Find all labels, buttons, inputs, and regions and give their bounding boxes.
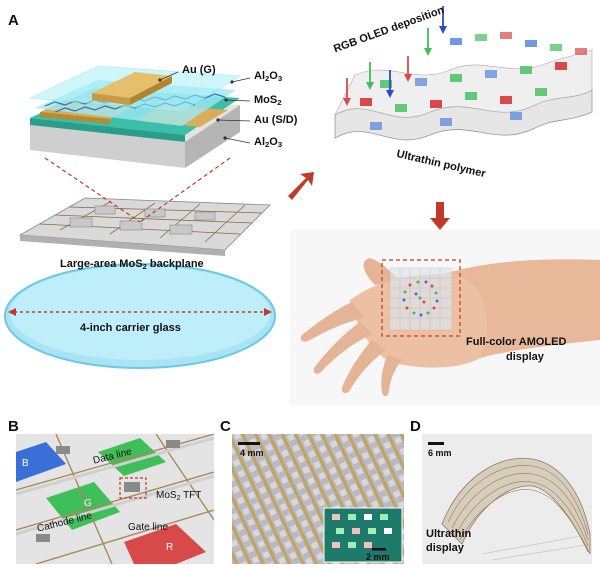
label-au-gate: Au (G)	[182, 64, 216, 76]
label-au-sd: Au (S/D)	[254, 114, 298, 126]
tft-highlight-box	[119, 477, 147, 499]
panel-letter-a: A	[8, 12, 19, 29]
tft-stack-illustration	[4, 65, 276, 369]
label-al2o3-bottom: Al2O3	[254, 136, 283, 149]
bent-display-photo	[422, 434, 592, 564]
label-amoled-line1: Full-color AMOLED	[466, 336, 567, 348]
scale-4mm: 4 mm	[240, 448, 264, 458]
microscope-photo-backplane	[232, 434, 404, 564]
oled-deposition-illustration	[334, 6, 593, 141]
hand-with-display	[290, 230, 600, 405]
tft-stack	[28, 65, 251, 168]
caption-ultrathin: Ultrathin	[426, 528, 472, 540]
label-carrier-glass: 4-inch carrier glass	[80, 322, 181, 334]
label-pixel-r: R	[166, 542, 174, 553]
label-pixel-b: B	[22, 458, 29, 469]
flow-arrow-down	[430, 202, 450, 230]
label-pixel-g: G	[84, 498, 92, 509]
label-amoled-line2: display	[506, 351, 544, 363]
mos2-backplane	[18, 197, 271, 256]
label-mos2-tft: MoS2 TFT	[156, 490, 202, 502]
panel-letter-c: C	[220, 418, 231, 435]
caption-display: display	[426, 542, 464, 554]
label-al2o3-top: Al2O3	[254, 70, 283, 83]
label-backplane: Large-area MoS2 backplane	[60, 258, 204, 271]
pixel-array-illustration	[16, 434, 214, 564]
scale-2mm: 2 mm	[366, 552, 390, 562]
panel-letter-b: B	[8, 418, 19, 435]
scale-6mm: 6 mm	[428, 448, 452, 458]
label-mos2: MoS2	[254, 94, 282, 107]
label-gate-line: Gate line	[128, 522, 169, 533]
panel-letter-d: D	[410, 418, 421, 435]
flow-arrow-right	[288, 172, 314, 200]
amoled-display-on-hand	[381, 259, 461, 337]
